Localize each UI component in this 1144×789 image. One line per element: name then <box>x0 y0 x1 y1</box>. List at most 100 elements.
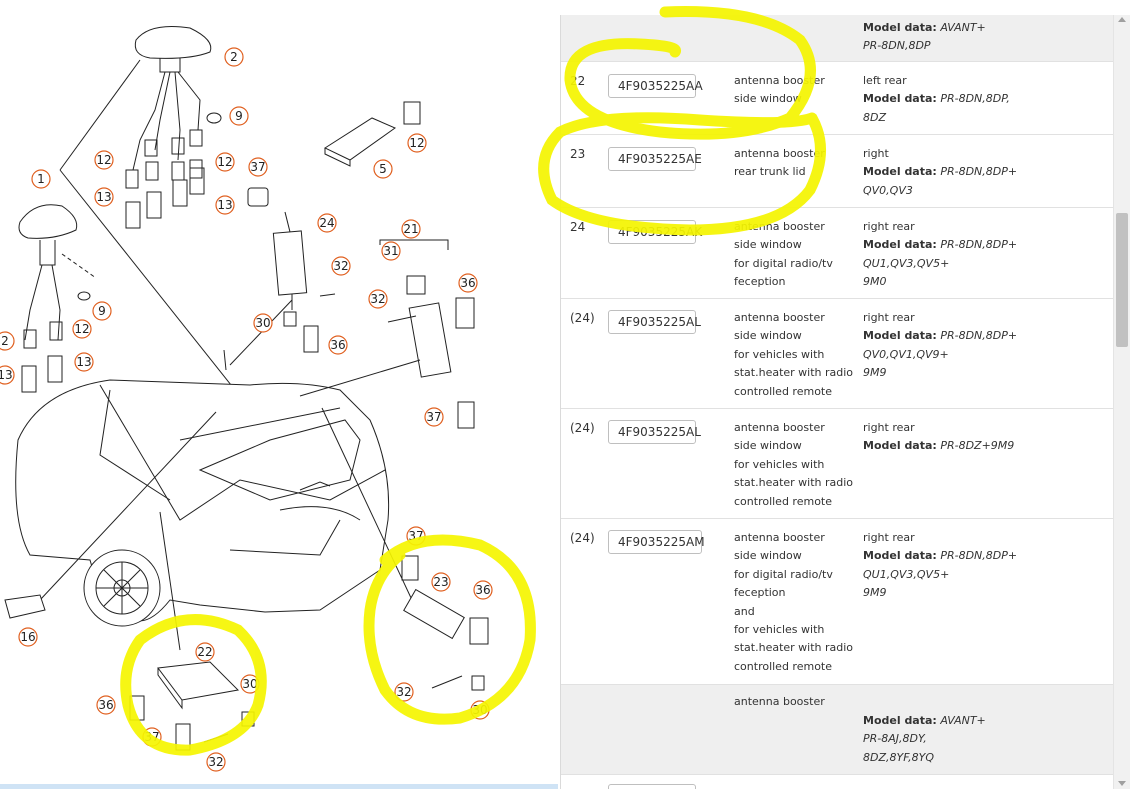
svg-text:12: 12 <box>217 155 232 169</box>
svg-text:9: 9 <box>98 304 106 318</box>
callout-30: 30 <box>253 313 273 333</box>
svg-text:32: 32 <box>208 755 223 769</box>
svg-text:16: 16 <box>20 630 35 644</box>
scrollbar-thumb[interactable] <box>1116 213 1128 347</box>
part-note: right rear Model data: PR-8DN,8DP+ QU1,Q… <box>863 220 1018 289</box>
svg-text:12: 12 <box>96 153 111 167</box>
svg-text:31: 31 <box>383 244 398 258</box>
callout-30: 30 <box>240 674 260 694</box>
parts-list-panel: Model data: AVANT+ PR-8DN,8DP 22 4F90352… <box>560 15 1114 789</box>
callout-13: 13 <box>74 352 94 372</box>
horizontal-scrollbar-strip <box>0 784 558 789</box>
svg-text:1: 1 <box>37 172 45 186</box>
svg-text:5: 5 <box>379 162 387 176</box>
svg-text:30: 30 <box>242 677 257 691</box>
callout-1: 1 <box>31 169 51 189</box>
part-number-field[interactable]: 4F9035225AL <box>608 420 701 444</box>
callout-32: 32 <box>331 256 351 276</box>
position-number: 22 <box>570 74 586 88</box>
svg-text:13: 13 <box>217 198 232 212</box>
svg-text:37: 37 <box>426 410 441 424</box>
callout-16: 16 <box>18 627 38 647</box>
model-data-value: AVANT+ <box>940 21 986 34</box>
callout-12: 12 <box>215 152 235 172</box>
svg-text:13: 13 <box>96 190 111 204</box>
position-number: 23 <box>570 147 586 161</box>
callout-13: 13 <box>94 187 114 207</box>
svg-text:2: 2 <box>1 334 9 348</box>
callout-31: 31 <box>381 241 401 261</box>
model-data-label: Model data: <box>863 21 937 34</box>
part-number-field[interactable] <box>608 784 696 789</box>
callout-12: 12 <box>407 133 427 153</box>
table-row-top: Model data: AVANT+ PR-8DN,8DP <box>561 15 1114 62</box>
callout-2: 2 <box>224 47 244 67</box>
callout-2: 2 <box>0 331 15 351</box>
svg-text:9: 9 <box>235 109 243 123</box>
scroll-up-arrow-icon[interactable] <box>1118 17 1126 22</box>
svg-text:36: 36 <box>460 276 475 290</box>
callout-21: 21 <box>401 219 421 239</box>
svg-text:23: 23 <box>433 575 448 589</box>
callout-23: 23 <box>431 572 451 592</box>
svg-text:30: 30 <box>255 316 270 330</box>
svg-text:37: 37 <box>250 160 265 174</box>
part-number-field[interactable]: 4F9035225AK <box>608 220 702 244</box>
svg-text:12: 12 <box>74 322 89 336</box>
exploded-view-drawing: 2 9 12 12 12 37 5 1 13 13 24 21 31 32 36… <box>0 26 493 772</box>
position-number: 24 <box>570 220 586 234</box>
position-number: (24) <box>570 531 595 545</box>
svg-text:37: 37 <box>408 529 423 543</box>
svg-text:32: 32 <box>370 292 385 306</box>
scroll-down-arrow-icon[interactable] <box>1118 781 1126 786</box>
parts-diagram: 2 9 12 12 12 37 5 1 13 13 24 21 31 32 36… <box>0 0 558 789</box>
part-number-field[interactable]: 4F9035225AL <box>608 310 701 334</box>
svg-text:12: 12 <box>409 136 424 150</box>
callout-9: 9 <box>92 301 112 321</box>
svg-text:30: 30 <box>472 703 487 717</box>
callout-24: 24 <box>317 213 337 233</box>
part-number-field[interactable]: 4F9035225AM <box>608 530 705 554</box>
callout-22: 22 <box>195 642 215 662</box>
callout-30: 30 <box>470 700 490 720</box>
table-row-bottom: antenna booster Model data: AVANT+ PR-8A… <box>561 685 1114 775</box>
svg-text:32: 32 <box>396 685 411 699</box>
part-note: right rear Model data: PR-8DN,8DP+ QV0,Q… <box>863 311 1018 380</box>
callout-32: 32 <box>206 752 226 772</box>
callout-37: 37 <box>424 407 444 427</box>
vertical-scrollbar[interactable] <box>1113 15 1130 789</box>
part-note: Model data: AVANT+ PR-8AJ,8DY, 8DZ,8YF,8… <box>863 714 986 764</box>
model-data-note: Model data: AVANT+ PR-8DN,8DP <box>863 19 1103 56</box>
part-number-field[interactable]: 4F9035225AE <box>608 147 702 171</box>
position-number: (24) <box>570 421 595 435</box>
svg-text:36: 36 <box>330 338 345 352</box>
part-note: right Model data: PR-8DN,8DP+ QV0,QV3 <box>863 147 1018 197</box>
callout-12: 12 <box>72 319 92 339</box>
part-note: left rear Model data: PR-8DN,8DP, 8DZ <box>863 74 1010 124</box>
callout-32: 32 <box>394 682 414 702</box>
svg-text:24: 24 <box>319 216 334 230</box>
svg-text:22: 22 <box>197 645 212 659</box>
svg-text:36: 36 <box>475 583 490 597</box>
callout-37: 37 <box>248 157 268 177</box>
callout-13: 13 <box>0 365 15 385</box>
table-row <box>561 775 1114 789</box>
callout-37: 37 <box>406 526 426 546</box>
callout-36: 36 <box>458 273 478 293</box>
part-note: right rear Model data: PR-8DN,8DP+ QU1,Q… <box>863 531 1018 600</box>
position-number: (24) <box>570 311 595 325</box>
callout-36: 36 <box>328 335 348 355</box>
part-number-field[interactable]: 4F9035225AA <box>608 74 703 98</box>
callout-32: 32 <box>368 289 388 309</box>
callout-36: 36 <box>473 580 493 600</box>
